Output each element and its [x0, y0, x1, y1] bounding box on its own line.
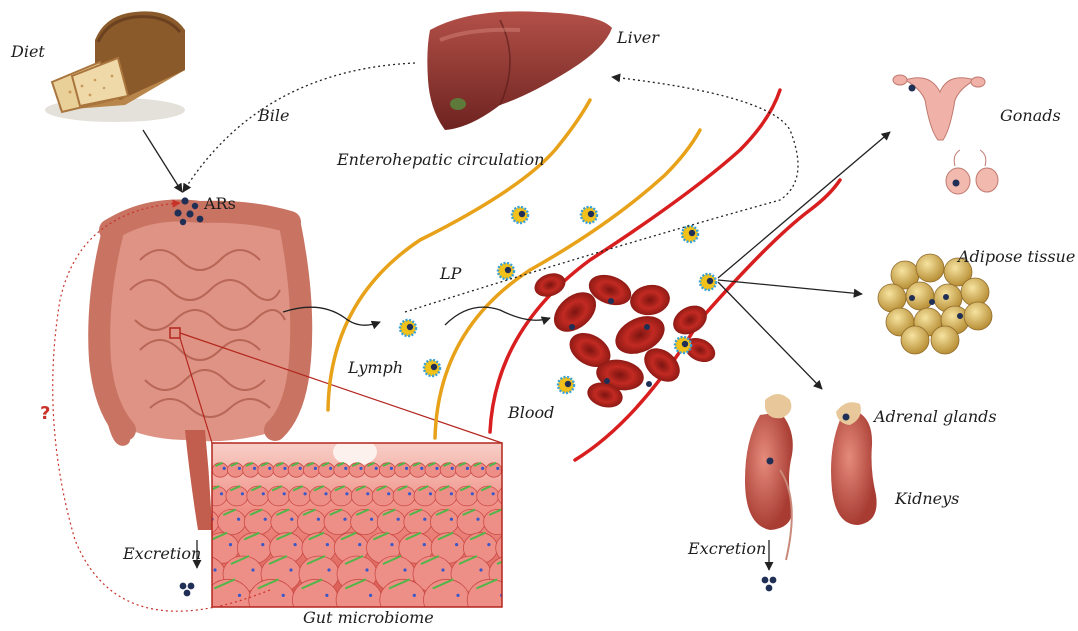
uterus-ovaries-illustration: [893, 75, 985, 140]
label-liver: Liver: [617, 30, 659, 46]
label-gut-microbiome: Gut microbiome: [303, 610, 434, 626]
label-bile: Bile: [258, 108, 289, 124]
kidney-adrenal-illustration: [745, 394, 877, 560]
label-excretion-right: Excretion: [688, 541, 766, 557]
label-kidneys: Kidneys: [895, 491, 959, 507]
label-diet: Diet: [11, 44, 45, 60]
adipose-tissue-illustration: [878, 254, 992, 354]
bread-loaf-illustration: [45, 11, 185, 122]
label-adipose-tissue: Adipose tissue: [958, 249, 1075, 265]
label-excretion-left: Excretion: [123, 546, 201, 562]
label-enterohepatic-circulation: Enterohepatic circulation: [337, 152, 544, 168]
label-gonads: Gonads: [1000, 108, 1061, 124]
label-lymph: Lymph: [348, 360, 403, 376]
red-blood-cells: [531, 269, 719, 411]
label-blood: Blood: [508, 405, 554, 421]
testes-illustration: [946, 150, 998, 194]
label-lp: LP: [440, 266, 461, 282]
unknown-route-question-mark: ?: [40, 403, 50, 424]
microbiome-closeup: [185, 438, 530, 621]
label-adrenal-glands: Adrenal glands: [874, 409, 997, 425]
label-ars: ARs: [204, 196, 236, 212]
